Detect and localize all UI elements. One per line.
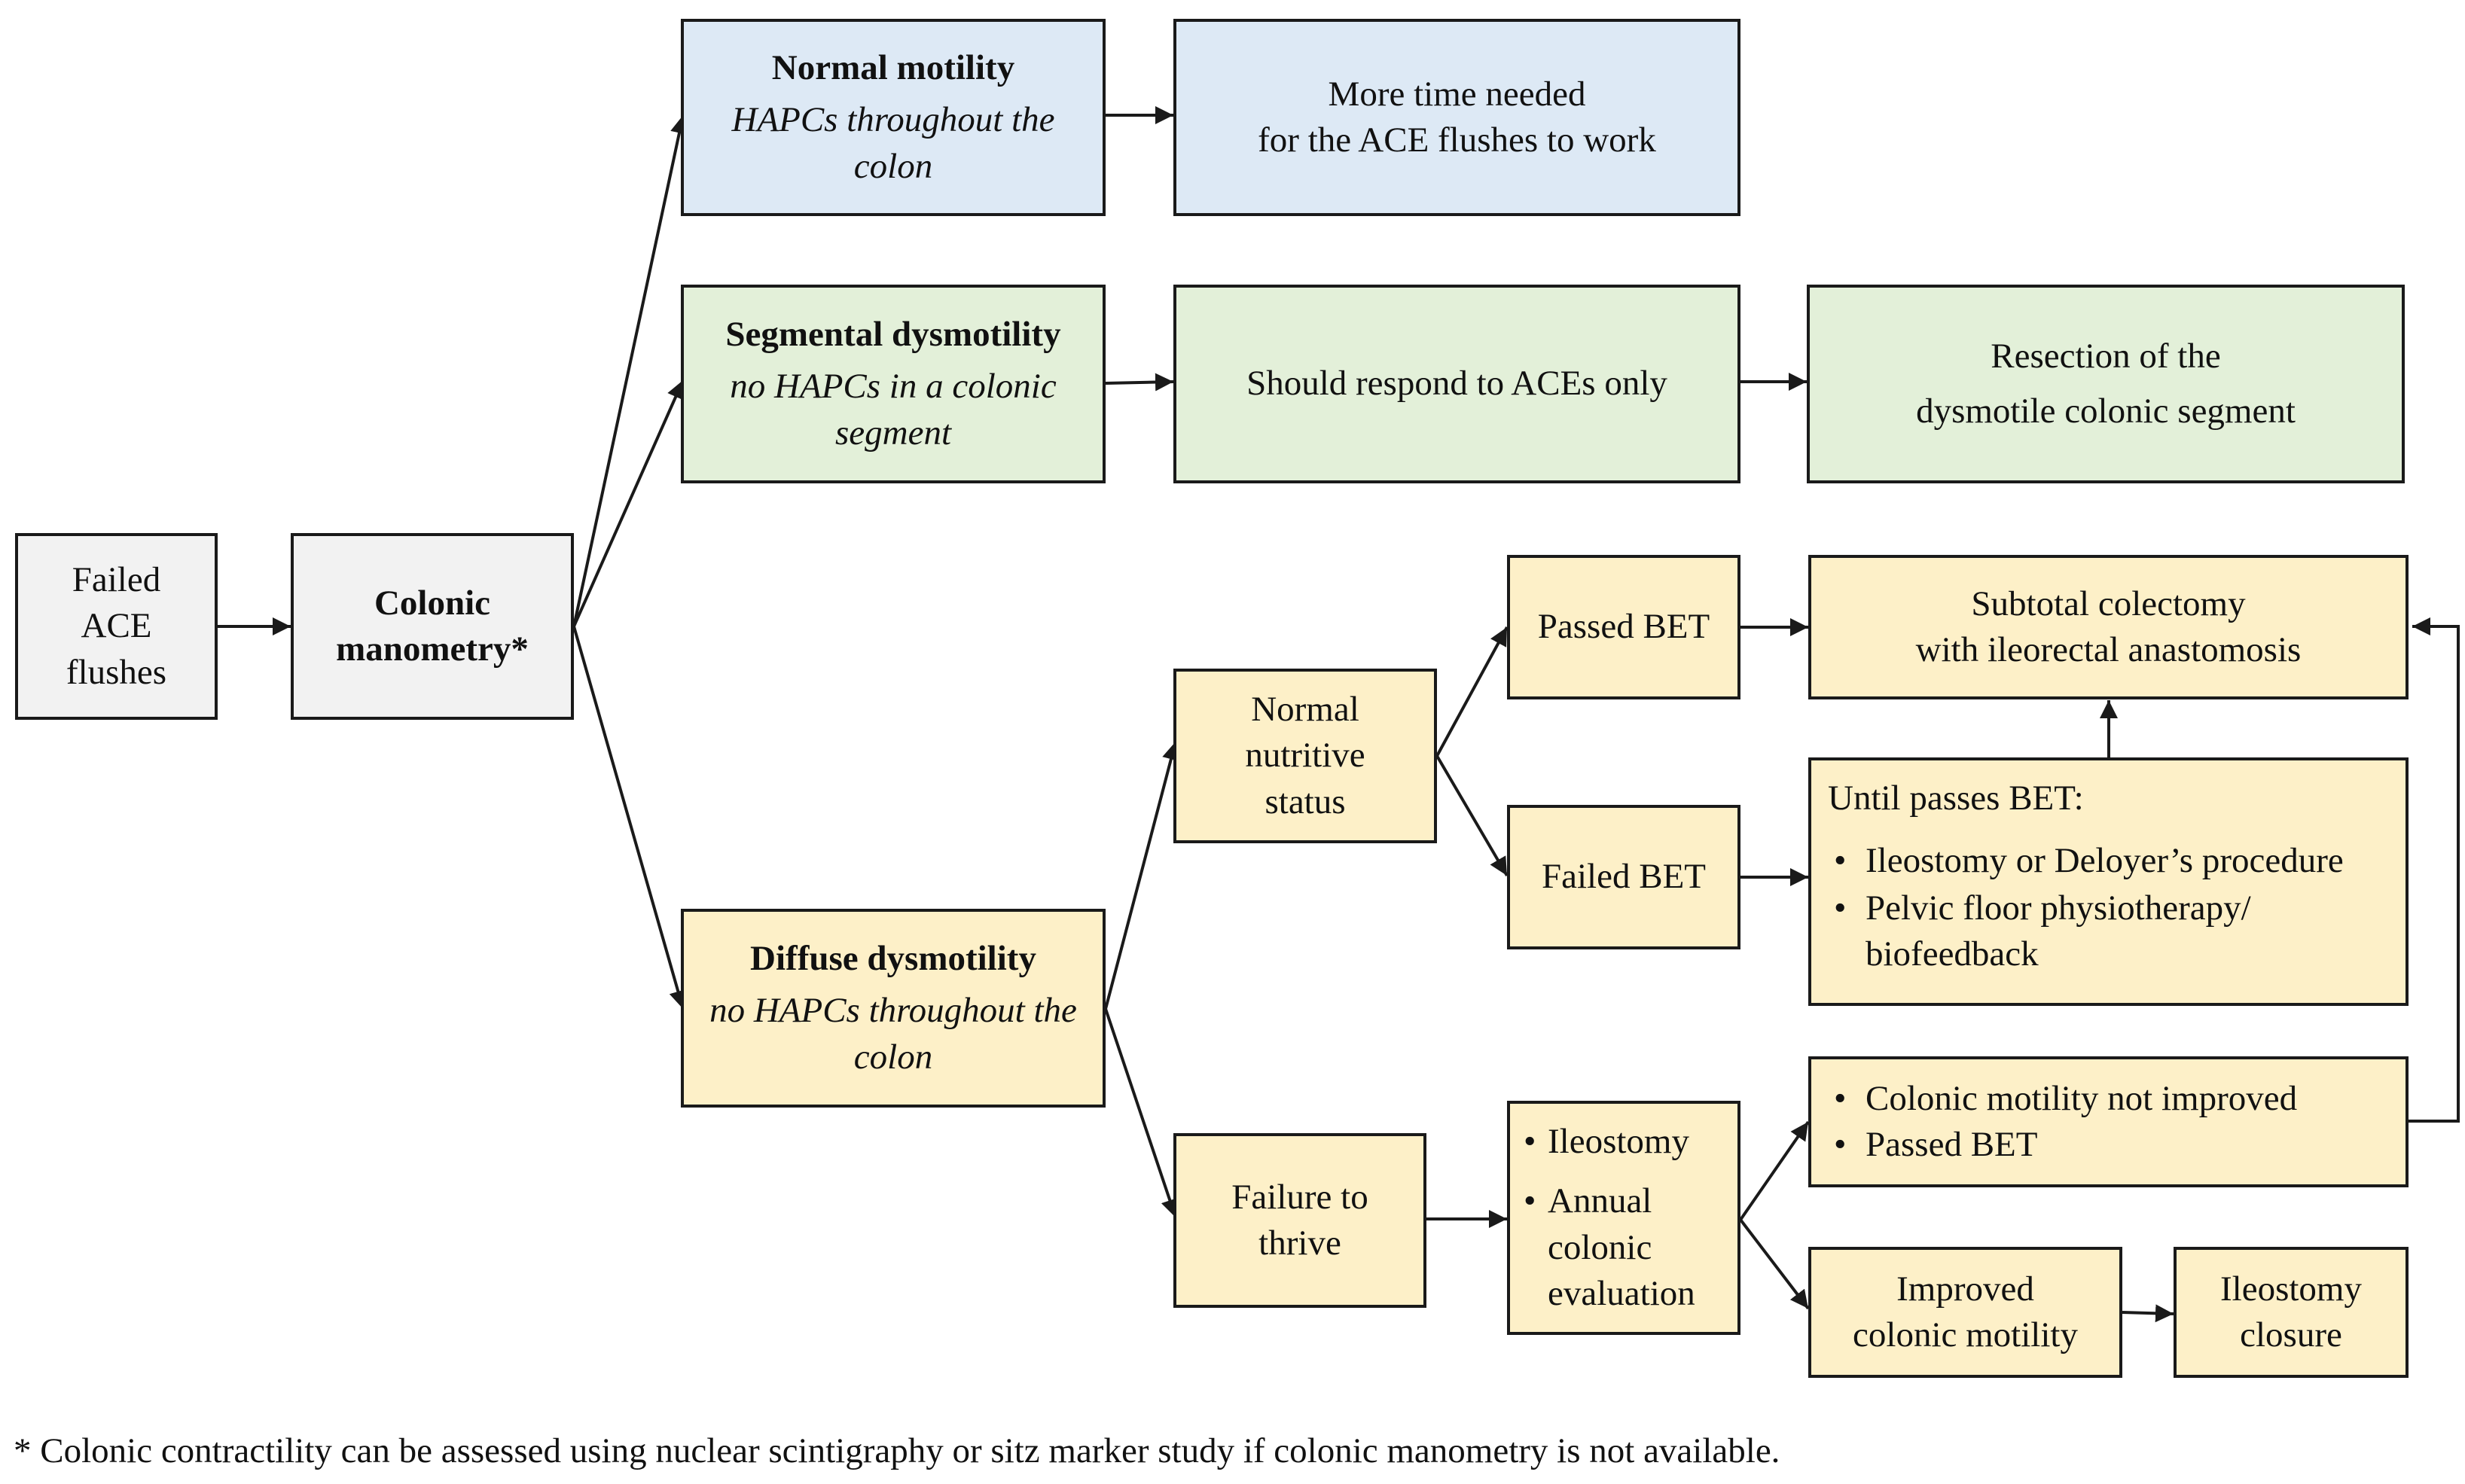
not-improved-item: Colonic motility not improved — [1828, 1076, 2389, 1122]
improved-colonic-motility-node: Improved colonic motility — [1808, 1247, 2122, 1378]
arrow-manometry-to-segmental — [572, 379, 685, 627]
ileostomy-annual-evaluation-node: Ileostomy Annual colonic evaluation — [1507, 1101, 1740, 1335]
more-time-line-2: for the ACE flushes to work — [1258, 120, 1656, 160]
failure-to-thrive-node: Failure to thrive — [1173, 1133, 1426, 1308]
failed-bet-label: Failed BET — [1542, 857, 1706, 897]
arrow-diffuse-to-failure-thrive — [1104, 1008, 1179, 1218]
improved-motility-line-2: colonic motility — [1853, 1315, 2078, 1354]
arrow-ileostomy-to-improved — [1739, 1218, 1810, 1310]
normal-motility-node: Normal motility HAPCs throughout the col… — [681, 19, 1106, 216]
ileostomy-evaluation-item: Ileostomy — [1521, 1119, 1727, 1165]
failed-bet-node: Failed BET — [1507, 805, 1740, 949]
arrow-improved-to-closure — [2122, 1304, 2174, 1323]
until-passes-list: Ileostomy or Deloyer’s procedure Pelvic … — [1828, 838, 2389, 977]
failed-ace-line-1: Failed — [72, 560, 161, 600]
subtotal-colectomy-node: Subtotal colectomy with ileorectal anast… — [1808, 555, 2409, 699]
passed-bet-label: Passed BET — [1537, 607, 1710, 647]
normal-nutritive-line-2: nutritive — [1245, 736, 1365, 776]
arrow-segmental-to-respond — [1105, 373, 1174, 392]
ileostomy-closure-node: Ileostomy closure — [2174, 1247, 2409, 1378]
colonic-manometry-node: Colonic manometry* — [291, 533, 574, 720]
failed-ace-line-2: ACE — [81, 606, 152, 646]
normal-nutritive-line-1: Normal — [1251, 690, 1359, 730]
normal-motility-title: Normal motility — [771, 48, 1015, 88]
failure-to-thrive-line-2: thrive — [1258, 1223, 1341, 1263]
resection-segment-node: Resection of the dysmotile colonic segme… — [1807, 285, 2405, 483]
ileostomy-evaluation-item: Annual colonic evaluation — [1521, 1178, 1727, 1316]
respond-to-aces-node: Should respond to ACEs only — [1173, 285, 1740, 483]
failed-ace-line-3: flushes — [66, 652, 167, 692]
diffuse-dysmotility-node: Diffuse dysmotility no HAPCs throughout … — [681, 909, 1106, 1108]
diffuse-dysmotility-title: Diffuse dysmotility — [750, 939, 1036, 979]
segmental-dysmotility-subtitle: no HAPCs in a colonic segment — [730, 367, 1057, 453]
normal-nutritive-status-node: Normal nutritive status — [1173, 669, 1437, 843]
until-passes-item: Pelvic floor physiotherapy/ biofeedback — [1828, 885, 2389, 977]
motility-not-improved-node: Colonic motility not improved Passed BET — [1808, 1056, 2409, 1187]
resection-line-2: dysmotile colonic segment — [1916, 392, 2296, 431]
arrow-diffuse-to-nutritive — [1104, 741, 1180, 1010]
diffuse-dysmotility-subtitle: no HAPCs throughout the colon — [709, 991, 1077, 1077]
arrow-nutritive-to-passed-bet — [1435, 626, 1509, 757]
footnote: * Colonic contractility can be assessed … — [14, 1431, 1780, 1470]
until-passes-heading: Until passes BET: — [1828, 779, 2084, 818]
failure-to-thrive-line-1: Failure to — [1231, 1177, 1368, 1217]
segmental-dysmotility-node: Segmental dysmotility no HAPCs in a colo… — [681, 285, 1106, 483]
not-improved-item: Passed BET — [1828, 1122, 2389, 1168]
not-improved-list: Colonic motility not improved Passed BET — [1828, 1076, 2389, 1168]
arrow-manometry-to-diffuse — [572, 626, 687, 1010]
failed-ace-flushes-node: Failed ACE flushes — [15, 533, 218, 720]
resection-line-1: Resection of the — [1991, 336, 2221, 376]
more-time-needed-node: More time needed for the ACE flushes to … — [1173, 19, 1740, 216]
colonic-manometry-line-2: manometry* — [336, 629, 529, 669]
arrow-not-improved-to-subtotal — [2409, 617, 2460, 1123]
subtotal-colectomy-line-1: Subtotal colectomy — [1971, 584, 2246, 623]
ileostomy-evaluation-list: Ileostomy Annual colonic evaluation — [1521, 1119, 1727, 1316]
ileostomy-closure-line-2: closure — [2240, 1315, 2342, 1354]
arrow-ileostomy-to-not-improved — [1739, 1120, 1810, 1221]
improved-motility-line-1: Improved — [1896, 1269, 2034, 1309]
normal-nutritive-line-3: status — [1265, 782, 1346, 821]
more-time-line-1: More time needed — [1328, 74, 1586, 114]
normal-motility-subtitle: HAPCs throughout the colon — [731, 100, 1055, 186]
arrow-manometry-to-normal-motility — [572, 114, 688, 627]
arrow-nutritive-to-failed-bet — [1435, 754, 1509, 877]
until-passes-bet-node: Until passes BET: Ileostomy or Deloyer’s… — [1808, 757, 2409, 1006]
ileostomy-closure-line-1: Ileostomy — [2220, 1269, 2362, 1309]
passed-bet-node: Passed BET — [1507, 555, 1740, 699]
segmental-dysmotility-title: Segmental dysmotility — [725, 315, 1061, 355]
respond-to-aces-line: Should respond to ACEs only — [1246, 364, 1667, 404]
colonic-manometry-line-1: Colonic — [374, 583, 491, 623]
subtotal-colectomy-line-2: with ileorectal anastomosis — [1915, 630, 2302, 669]
until-passes-item: Ileostomy or Deloyer’s procedure — [1828, 838, 2389, 884]
